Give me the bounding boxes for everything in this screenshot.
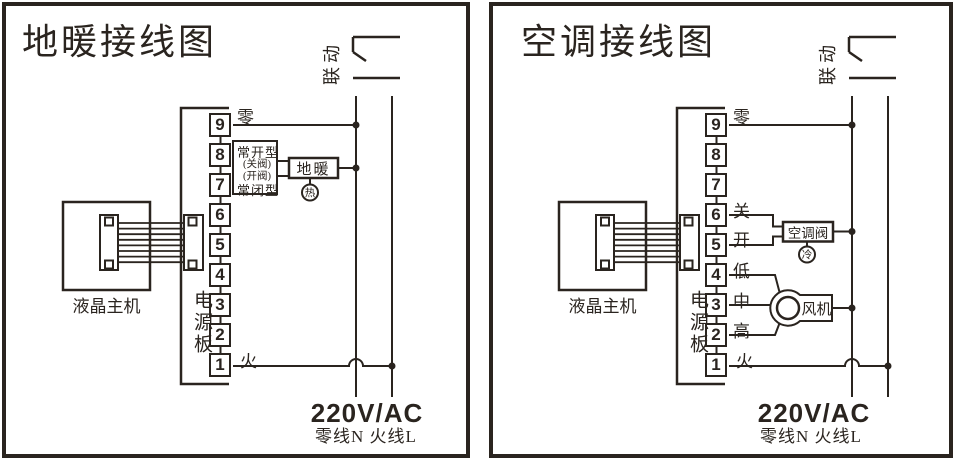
high-label: 高	[733, 322, 750, 341]
heat-circle-label: 热	[304, 188, 316, 199]
linkage-switch-icon	[351, 35, 400, 80]
valve-note-line1: 常开型	[237, 145, 280, 160]
fan-speed-wires	[729, 274, 781, 336]
terminal-3: 3	[705, 293, 727, 317]
connector-right	[679, 214, 700, 271]
terminal-2: 2	[209, 323, 231, 347]
terminal-5: 5	[705, 233, 727, 257]
connector-pin	[683, 259, 694, 270]
connector-pin	[600, 216, 610, 227]
page-title: 空调接线图	[521, 22, 717, 62]
connector-left	[99, 214, 119, 271]
live-label: 火	[240, 352, 257, 371]
linkage-label: 联动	[322, 41, 342, 85]
power-board-label: 电源板	[687, 290, 708, 356]
terminal-6: 6	[705, 203, 727, 227]
terminal-8: 8	[209, 143, 231, 167]
junction-dot	[848, 304, 856, 312]
cool-circle-label: 冷	[801, 250, 813, 261]
mid-label: 中	[733, 292, 750, 311]
neutral-label: 零	[733, 108, 750, 127]
floor-heating-panel-lines	[2, 2, 470, 458]
supply-voltage: 220V/AC	[757, 398, 871, 428]
lcd-host-label: 液晶主机	[72, 297, 141, 316]
connector-pin	[187, 259, 198, 270]
terminal-4: 4	[209, 263, 231, 287]
live-wire	[233, 358, 392, 367]
terminal-3: 3	[209, 293, 231, 317]
terminal-1: 1	[705, 353, 727, 377]
air-conditioner-panel-lines	[489, 2, 953, 458]
heat-circle	[301, 183, 319, 202]
valve-wires	[729, 214, 783, 246]
terminal-4: 4	[705, 263, 727, 287]
terminal-9: 9	[705, 113, 727, 137]
fan-box-label: 风机	[801, 301, 832, 318]
ribbon-cable	[118, 222, 184, 264]
panel-border	[2, 2, 470, 458]
terminal-2: 2	[705, 323, 727, 347]
heater-box-label: 地暖	[296, 161, 331, 178]
connector-left	[595, 214, 615, 271]
valve-note-line3: (开阀)	[243, 171, 271, 182]
fan-impeller-circle	[775, 295, 801, 321]
terminal-9: 9	[209, 113, 231, 137]
linkage-label: 联动	[818, 41, 838, 85]
close-label: 关	[733, 202, 750, 221]
supply-bus-lines	[851, 96, 889, 397]
valve-note-line4: 常闭型	[237, 183, 280, 198]
neutral-label: 零	[237, 108, 254, 127]
connector-pin	[104, 259, 114, 270]
connector-pin	[600, 259, 610, 270]
supply-bus-lines	[355, 96, 393, 397]
junction-dot	[884, 362, 892, 370]
terminal-6: 6	[209, 203, 231, 227]
junction-dot	[388, 362, 396, 370]
page-title: 地暖接线图	[22, 22, 218, 62]
supply-voltage: 220V/AC	[310, 398, 424, 428]
low-label: 低	[733, 262, 750, 281]
valve-note-box	[232, 140, 278, 195]
terminal-8: 8	[705, 143, 727, 167]
terminal-1: 1	[209, 353, 231, 377]
junction-dot	[352, 164, 360, 172]
connector-pin	[683, 216, 694, 227]
open-label: 开	[733, 231, 750, 250]
connector-right	[183, 214, 204, 271]
ribbon-cable	[614, 222, 680, 264]
valve-wires	[277, 160, 289, 177]
terminal-7: 7	[209, 173, 231, 197]
junction-dot	[848, 121, 856, 129]
valve-note-line2: (关阀)	[243, 159, 271, 170]
junction-dot	[848, 228, 856, 235]
power-board-label: 电源板	[191, 290, 212, 356]
linkage-switch-icon	[847, 35, 896, 80]
terminal-5: 5	[209, 233, 231, 257]
lcd-host-label: 液晶主机	[568, 297, 637, 316]
supply-lines: 零线N 火线L	[760, 427, 862, 446]
cool-circle	[798, 245, 816, 264]
junction-dot	[352, 121, 360, 129]
live-wire	[729, 358, 888, 367]
connector-pin	[104, 216, 114, 227]
live-label: 火	[736, 352, 753, 371]
terminal-7: 7	[705, 173, 727, 197]
panel-border	[489, 2, 953, 458]
supply-lines: 零线N 火线L	[315, 427, 417, 446]
connector-pin	[187, 216, 198, 227]
ac-valve-box-label: 空调阀	[787, 225, 829, 241]
